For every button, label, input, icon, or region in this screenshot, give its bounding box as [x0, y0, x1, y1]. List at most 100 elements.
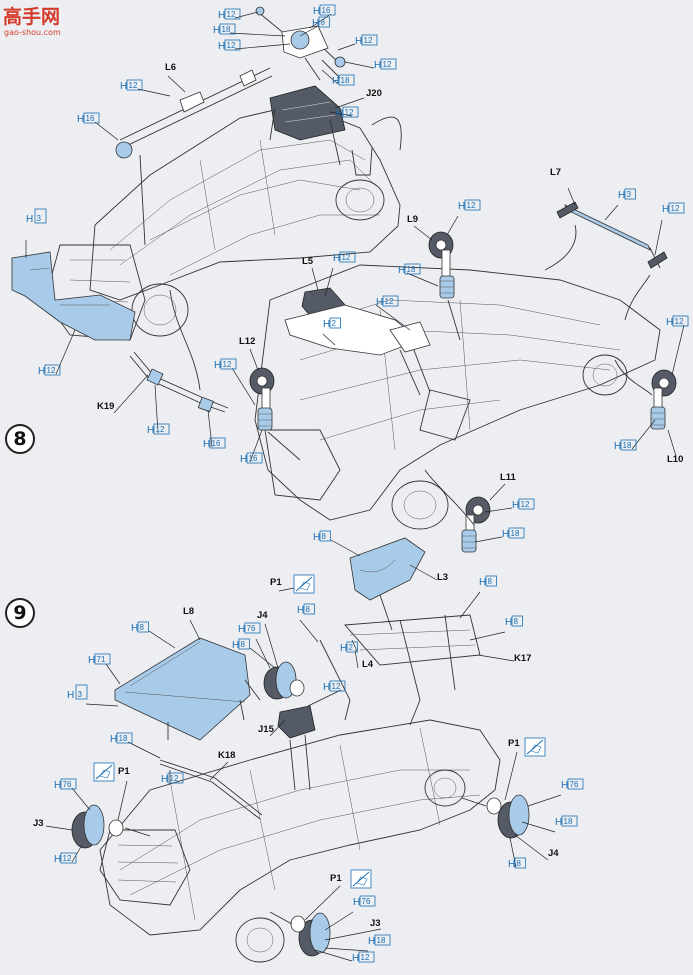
paint-code-prefix: H — [555, 817, 562, 828]
part-label-p1: P1 — [118, 766, 130, 777]
paint-code-box — [126, 79, 143, 91]
paint-code-number: 3 — [627, 190, 632, 199]
paint-code-number: 8 — [517, 859, 522, 868]
paint-code-number: 16 — [322, 6, 331, 15]
paint-code-prefix: H — [352, 953, 359, 964]
paint-code-box — [620, 439, 637, 451]
paint-code-box — [94, 653, 111, 665]
paint-code-number: 8 — [306, 605, 311, 614]
paint-code-box — [246, 452, 263, 464]
paint-code-number: 18 — [564, 817, 573, 826]
paint-code-number: 12 — [129, 81, 138, 90]
paint-code-prefix: H — [38, 366, 45, 377]
paint-code-number: 12 — [671, 204, 680, 213]
paint-code-box — [44, 364, 61, 376]
paint-code-prefix: H — [312, 18, 319, 29]
paint-code-box — [209, 437, 226, 449]
paint-code-box — [672, 315, 689, 327]
paint-code-number: 12 — [170, 774, 179, 783]
paint-code-prefix: H — [88, 655, 95, 666]
paint-code-number: 76 — [362, 897, 371, 906]
paint-code-number: 12 — [227, 41, 236, 50]
part-label-k17: K17 — [514, 653, 531, 664]
paint-code-number: 12 — [383, 60, 392, 69]
paint-code-box — [319, 530, 331, 542]
paint-code-box — [561, 815, 578, 827]
paint-code-box — [511, 615, 523, 627]
part-label-l12: L12 — [239, 336, 255, 347]
part-label-j4: J4 — [257, 610, 268, 621]
paint-code-box — [567, 778, 584, 790]
watermark-title: 高手网 — [3, 5, 60, 28]
no-glue-icon — [350, 869, 372, 889]
paint-code-box — [34, 208, 47, 224]
paint-code-box — [167, 772, 184, 784]
part-label-l7: L7 — [550, 167, 561, 178]
paint-code-prefix: H — [54, 780, 61, 791]
paint-code-prefix: H — [662, 204, 669, 215]
paint-code-prefix: H — [561, 780, 568, 791]
paint-code-box — [339, 251, 356, 263]
paint-code-number: 18 — [623, 441, 632, 450]
step-8-chassis — [44, 103, 661, 530]
paint-code-prefix: H — [240, 454, 247, 465]
paint-code-prefix: H — [458, 201, 465, 212]
part-label-j15: J15 — [258, 724, 275, 735]
paint-code-number: 12 — [385, 297, 394, 306]
paint-code-prefix: H — [26, 214, 33, 225]
paint-code-box — [244, 622, 261, 634]
paint-code-box — [318, 16, 330, 28]
part-label-l3: L3 — [437, 572, 448, 583]
paint-code-box — [346, 641, 358, 653]
paint-code-number: 12 — [345, 108, 354, 117]
paint-code-number: 71 — [97, 655, 106, 664]
paint-code-prefix: H — [323, 682, 330, 693]
part-label-l6: L6 — [165, 62, 176, 73]
paint-code-box — [361, 34, 378, 46]
paint-code-box — [224, 8, 241, 20]
paint-code-prefix: H — [147, 425, 154, 436]
paint-code-prefix: H — [508, 859, 515, 870]
paint-code-number: 8 — [241, 640, 246, 649]
paint-code-number: 18 — [511, 529, 520, 538]
step-9-badge: 9 — [5, 598, 35, 628]
paint-code-prefix: H — [232, 640, 239, 651]
part-label-l8: L8 — [183, 606, 194, 617]
paint-code-box — [382, 295, 399, 307]
paint-code-box — [668, 202, 685, 214]
paint-code-prefix: H — [340, 643, 347, 654]
paint-code-number: 3 — [78, 690, 83, 699]
no-glue-icon — [524, 737, 546, 757]
paint-code-prefix: H — [120, 81, 127, 92]
paint-code-box — [624, 188, 636, 200]
paint-code-prefix: H — [614, 441, 621, 452]
part-label-p1: P1 — [270, 577, 282, 588]
paint-code-number: 76 — [63, 780, 72, 789]
paint-code-number: 18 — [407, 265, 416, 274]
paint-code-prefix: H — [67, 690, 74, 701]
paint-code-number: 12 — [364, 36, 373, 45]
paint-code-prefix: H — [666, 317, 673, 328]
paint-code-number: 18 — [119, 734, 128, 743]
